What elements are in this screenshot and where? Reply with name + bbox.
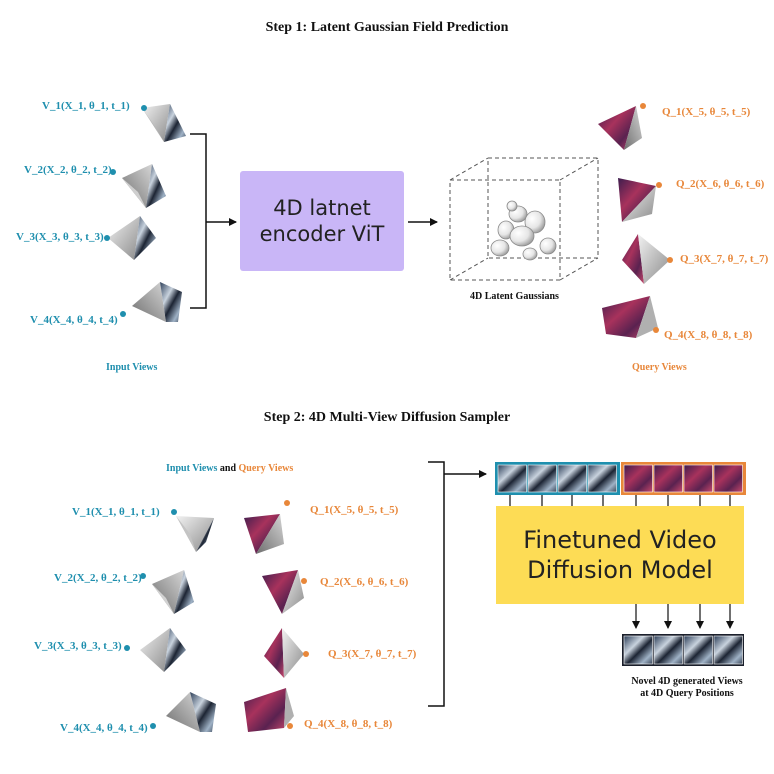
latent-gaussians-caption: 4D Latent Gaussians xyxy=(470,291,559,302)
gaussian-blobs xyxy=(490,200,557,261)
input-view-label: V_4(X_4, θ_4, t_4) xyxy=(60,722,148,734)
query-frame xyxy=(683,464,713,493)
step2-legend: Input Views and Query Views xyxy=(166,463,293,474)
query-frame xyxy=(713,464,743,493)
query-view-label: Q_4(X_8, θ_8, t_8) xyxy=(664,329,753,341)
query-view-pyramid xyxy=(264,628,304,678)
strip-connectors xyxy=(509,495,731,506)
query-view-label: Q_2(X_6, θ_6, t_6) xyxy=(320,576,409,588)
input-views-caption: Input Views xyxy=(106,362,158,373)
output-frame xyxy=(623,635,653,665)
model-label-line1: Finetuned Video xyxy=(523,526,717,554)
query-view-label: Q_3(X_7, θ_7, t_7) xyxy=(680,253,769,265)
output-caption-line1: Novel 4D generated Views xyxy=(631,676,743,687)
query-view-pyramid xyxy=(244,688,294,732)
query-view-pyramid xyxy=(622,234,670,284)
input-view-pyramid xyxy=(132,282,182,322)
output-frame xyxy=(713,635,743,665)
output-arrows xyxy=(632,604,734,629)
output-caption-line2: at 4D Query Positions xyxy=(640,688,734,699)
step1-title: Step 1: Latent Gaussian Field Prediction xyxy=(265,20,509,35)
output-frame xyxy=(683,635,713,665)
input-view-pyramid xyxy=(152,570,194,614)
input-view-pyramid xyxy=(176,516,214,552)
query-view-label: Q_2(X_6, θ_6, t_6) xyxy=(676,178,765,190)
encoder-label-line1: 4D latnet xyxy=(273,196,371,220)
query-views-caption: Query Views xyxy=(632,362,687,373)
latent-gaussians-cube xyxy=(449,157,599,281)
model-label-line2: Diffusion Model xyxy=(527,556,713,584)
query-frame xyxy=(623,464,653,493)
input-frame xyxy=(587,464,617,493)
query-view-pyramid xyxy=(244,514,284,554)
query-frame xyxy=(653,464,683,493)
input-view-label: V_2(X_2, θ_2, t_2) xyxy=(54,572,142,584)
input-view-pyramid xyxy=(142,104,186,142)
input-view-label: V_1(X_1, θ_1, t_1) xyxy=(42,100,130,112)
input-frame xyxy=(557,464,587,493)
query-view-pyramid xyxy=(262,570,304,614)
query-view-label: Q_4(X_8, θ_8, t_8) xyxy=(304,718,393,730)
diffusion-model-box: Finetuned Video Diffusion Model xyxy=(496,506,744,604)
input-view-label: V_3(X_3, θ_3, t_3) xyxy=(16,231,104,243)
input-view-label: V_1(X_1, θ_1, t_1) xyxy=(72,506,160,518)
output-caption: Novel 4D generated Views at 4D Query Pos… xyxy=(612,676,762,700)
step2-title: Step 2: 4D Multi-View Diffusion Sampler xyxy=(263,410,511,425)
input-view-label: V_4(X_4, θ_4, t_4) xyxy=(30,314,118,326)
legend-and: and xyxy=(217,463,239,474)
query-view-pyramid xyxy=(602,296,658,338)
query-view-pyramid xyxy=(598,106,642,150)
input-frame xyxy=(497,464,527,493)
query-view-label: Q_3(X_7, θ_7, t_7) xyxy=(328,648,417,660)
input-view-pyramid xyxy=(108,216,156,260)
input-view-pyramid xyxy=(122,164,166,208)
input-view-pyramid xyxy=(166,692,216,732)
input-frame xyxy=(527,464,557,493)
encoder-label-line2: encoder ViT xyxy=(259,222,385,246)
input-view-label: V_3(X_3, θ_3, t_3) xyxy=(34,640,122,652)
legend-input: Input Views xyxy=(166,463,218,474)
query-view-label: Q_1(X_5, θ_5, t_5) xyxy=(662,106,751,118)
query-view-pyramid xyxy=(618,178,656,222)
query-view-label: Q_1(X_5, θ_5, t_5) xyxy=(310,504,399,516)
encoder-vit-box: 4D latnet encoder ViT xyxy=(240,171,404,271)
output-frame xyxy=(653,635,683,665)
input-view-label: V_2(X_2, θ_2, t_2) xyxy=(24,164,112,176)
input-view-pyramid xyxy=(140,628,186,672)
legend-query: Query Views xyxy=(238,463,294,474)
